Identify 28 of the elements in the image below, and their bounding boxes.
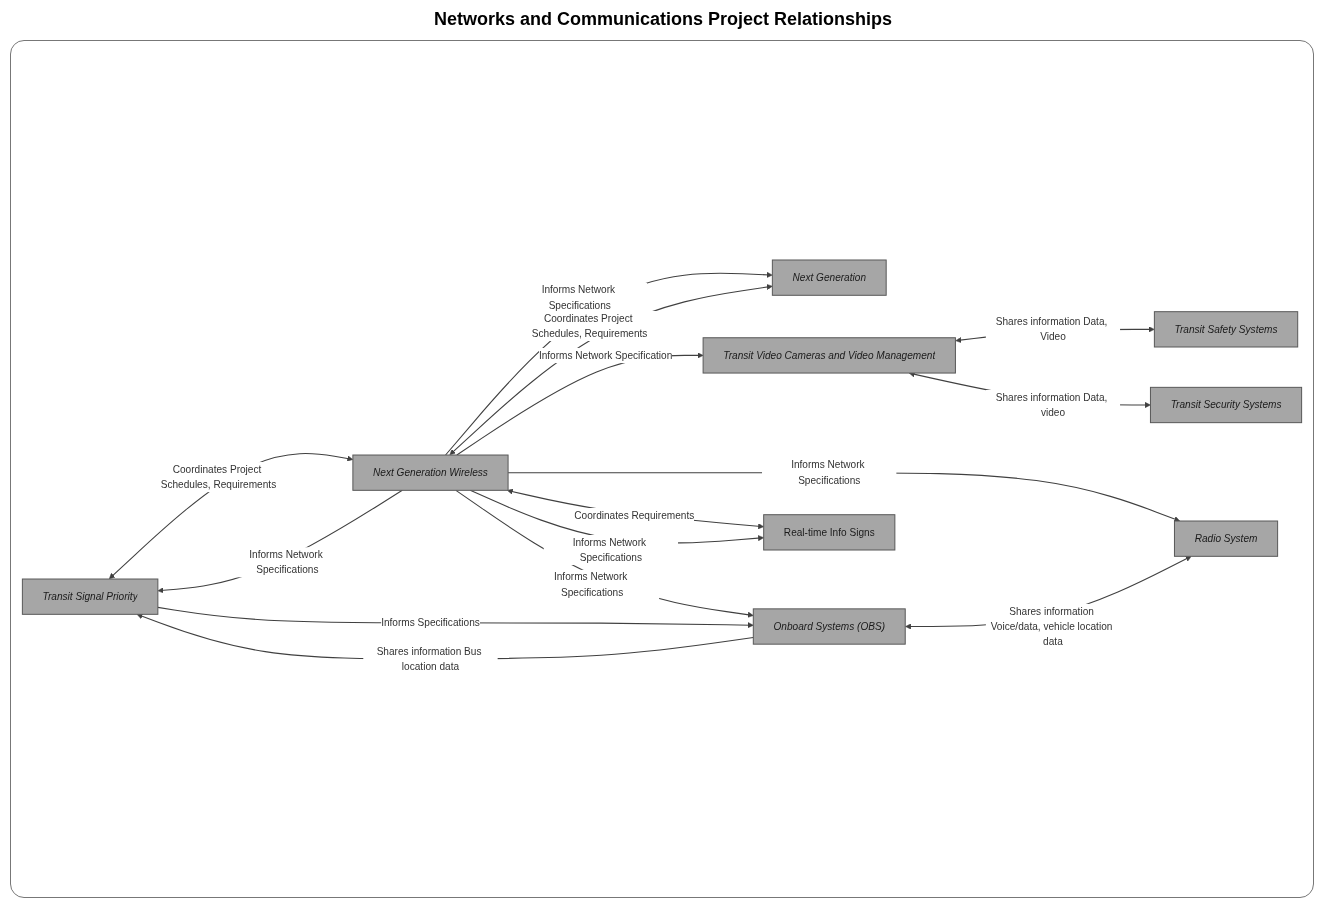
edge-label: Informs Network Specifications [791, 458, 865, 486]
node-box: Transit Video Cameras and Video Management [702, 337, 956, 374]
node-box: Radio System [1173, 520, 1279, 557]
arrow [157, 489, 403, 594]
node-box: Next Generation [771, 259, 887, 296]
arrow [455, 489, 754, 618]
edge-label: Informs Network Specifications [541, 284, 616, 311]
node-box: Real-time Info Signs [763, 514, 896, 551]
edge-label: Shares information Bus location data [376, 645, 482, 672]
edge-label: Informs Network Specifications [572, 536, 647, 563]
arrow [136, 613, 754, 660]
edge-label: Informs Network Specifications [553, 570, 628, 598]
node-box: Transit Safety Systems [1153, 311, 1299, 348]
diagram-title: Networks and Communications Project Relationships [433, 8, 893, 31]
edge-label: Shares information Data, video [995, 391, 1108, 418]
node-box: Transit Security Systems [1149, 386, 1303, 424]
edge-label: Coordinates Project Schedules, Requirements [160, 463, 277, 490]
edge-label: Coordinates Project Schedules, Requirements [531, 312, 648, 339]
edge-label: Informs Specifications [381, 616, 480, 628]
edge-label: Shares information Voice/data, vehicle location data [990, 605, 1113, 647]
edge-label: Informs Network Specifications [249, 548, 323, 576]
edge-label: Coordinates Requirements [574, 509, 695, 521]
node-box: Next Generation Wireless [352, 454, 509, 491]
edge-label: Informs Network Specification [538, 349, 673, 361]
arrow [507, 488, 764, 530]
node-box: Onboard Systems (OBS) [752, 608, 906, 645]
node-box: Transit Signal Priority [21, 578, 159, 615]
edge-label: Shares information Data, Video [995, 315, 1108, 343]
